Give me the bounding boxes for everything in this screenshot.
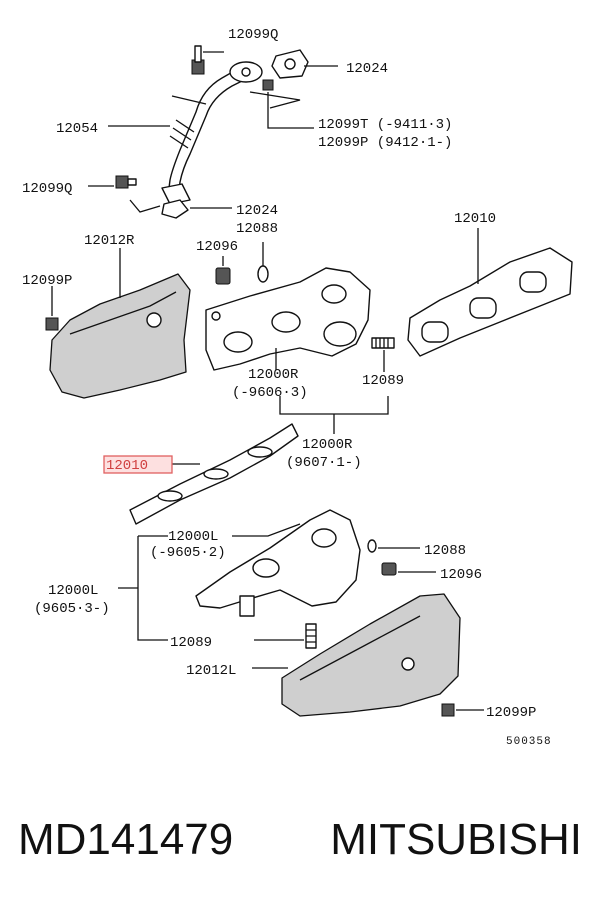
label-12000L-b: 12000L	[48, 583, 98, 599]
label-12096-top: 12096	[196, 239, 238, 255]
label-12024-mid: 12024	[236, 203, 278, 219]
label-12000R-range1: (-9606·3)	[232, 385, 308, 401]
bolt-12099P-left	[45, 317, 59, 331]
exploded-parts-diagram: 12099Q 12024 12054 12099T (-9411·3) 1209…	[22, 27, 573, 748]
bolt-12099Q-top	[191, 45, 205, 75]
stud-12089-bot	[305, 623, 317, 649]
label-12088-bot: 12088	[424, 543, 466, 559]
part-footer: MD141479 MITSUBISHI	[0, 800, 600, 880]
label-12096-bot: 12096	[440, 567, 482, 583]
label-12000R-range2: (9607·1-)	[286, 455, 362, 471]
washer-12088-bot	[367, 539, 377, 553]
label-12099P-left: 12099P	[22, 273, 72, 289]
bolt-12099T	[262, 79, 274, 91]
label-12054: 12054	[56, 121, 98, 137]
gasket-12024-top	[271, 49, 309, 79]
label-12088-top: 12088	[236, 221, 278, 237]
manifold-12000R	[205, 267, 371, 371]
gasket-12010-center	[129, 423, 299, 525]
label-12000L-range2: (9605·3-)	[34, 601, 110, 617]
manifold-12000L	[195, 509, 361, 617]
heat-shield-12012R	[49, 273, 191, 399]
label-12024-top: 12024	[346, 61, 388, 77]
label-12000L: 12000L	[168, 529, 218, 545]
label-12099T: 12099T (-9411·3)	[318, 117, 452, 133]
label-12089-top: 12089	[362, 373, 404, 389]
pipe-12054	[161, 61, 263, 205]
bolt-12099Q-left	[115, 175, 137, 189]
nut-12096-bot	[381, 562, 397, 576]
gasket-12024-mid	[161, 199, 189, 219]
nut-12096-top	[215, 267, 231, 285]
label-12000L-range1: (-9605·2)	[150, 545, 226, 561]
label-12000R: 12000R	[248, 367, 299, 383]
label-12010-top: 12010	[454, 211, 496, 227]
label-12099Q-top: 12099Q	[228, 27, 278, 43]
part-number: MD141479	[18, 815, 234, 864]
label-12012L: 12012L	[186, 663, 236, 679]
brand-name: MITSUBISHI	[330, 815, 582, 864]
washer-12088-top	[257, 265, 269, 283]
diagram-code: 500358	[506, 736, 552, 748]
label-12089-bot: 12089	[170, 635, 212, 651]
label-12099Q-left: 12099Q	[22, 181, 72, 197]
gasket-12010-right	[407, 247, 573, 357]
highlight-12010-box	[103, 455, 173, 474]
label-12099P-right: 12099P (9412·1-)	[318, 135, 452, 151]
bolt-12099P-bot	[441, 703, 455, 717]
stud-12089-top	[371, 337, 395, 349]
label-12012R: 12012R	[84, 233, 135, 249]
label-12000R-b: 12000R	[302, 437, 353, 453]
heat-shield-12012L	[281, 593, 461, 717]
label-12099P-bot: 12099P	[486, 705, 536, 721]
label-12010-highlighted: 12010	[106, 458, 148, 474]
